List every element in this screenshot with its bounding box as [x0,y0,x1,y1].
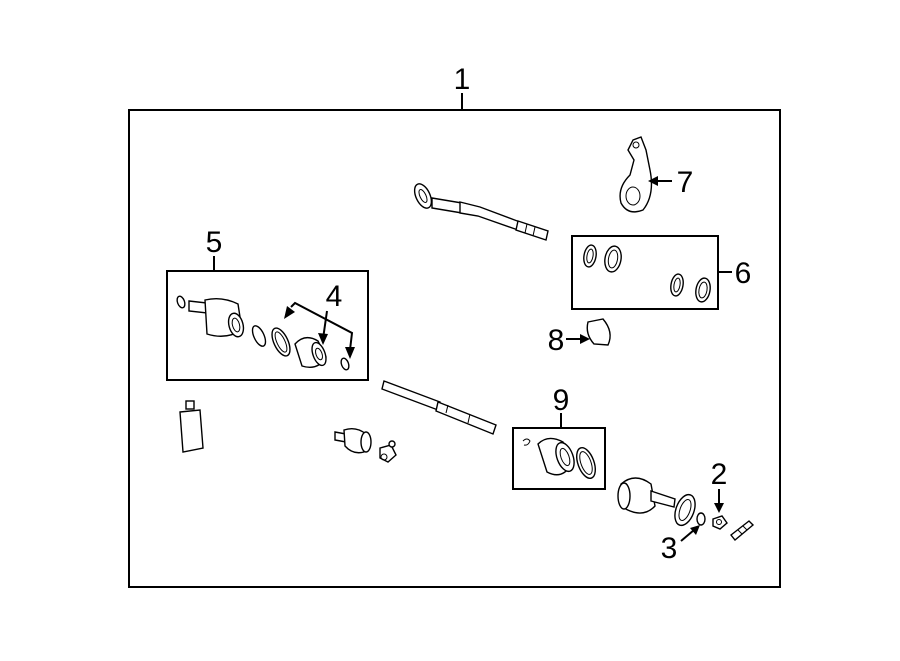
assembly-frame [128,109,781,588]
outer-joint-kit-parts [176,295,350,371]
intermediate-shaft [413,183,549,241]
axle-nut [712,515,728,530]
inner-boot-kit-parts [522,437,596,479]
callout-3[interactable]: 3 [661,532,678,565]
callout-9[interactable]: 9 [553,384,570,417]
callout-4[interactable]: 4 [326,280,343,313]
callout-8-leader [566,334,590,344]
callout-8[interactable]: 8 [548,324,565,357]
inner-joint-small-parts [334,427,397,463]
callout-7-leader [648,176,672,186]
wheel-stud [730,520,755,541]
drive-shaft [381,380,497,435]
outer-cv-joint [617,477,696,527]
callout-5[interactable]: 5 [206,226,223,259]
grease-bottle [179,400,204,453]
dust-shield [586,318,611,346]
callout-2[interactable]: 2 [711,458,728,491]
callout-4-leader [284,301,355,359]
boot-kit-parts [583,244,711,303]
callout-1[interactable]: 1 [454,63,471,96]
item-5-box [166,270,369,381]
callout-7[interactable]: 7 [677,166,694,199]
callout-6[interactable]: 6 [735,257,752,290]
item-9-box [512,427,606,490]
callout-2-leader [714,489,724,513]
axle-washer [696,512,706,526]
callout-3-leader [680,525,700,542]
